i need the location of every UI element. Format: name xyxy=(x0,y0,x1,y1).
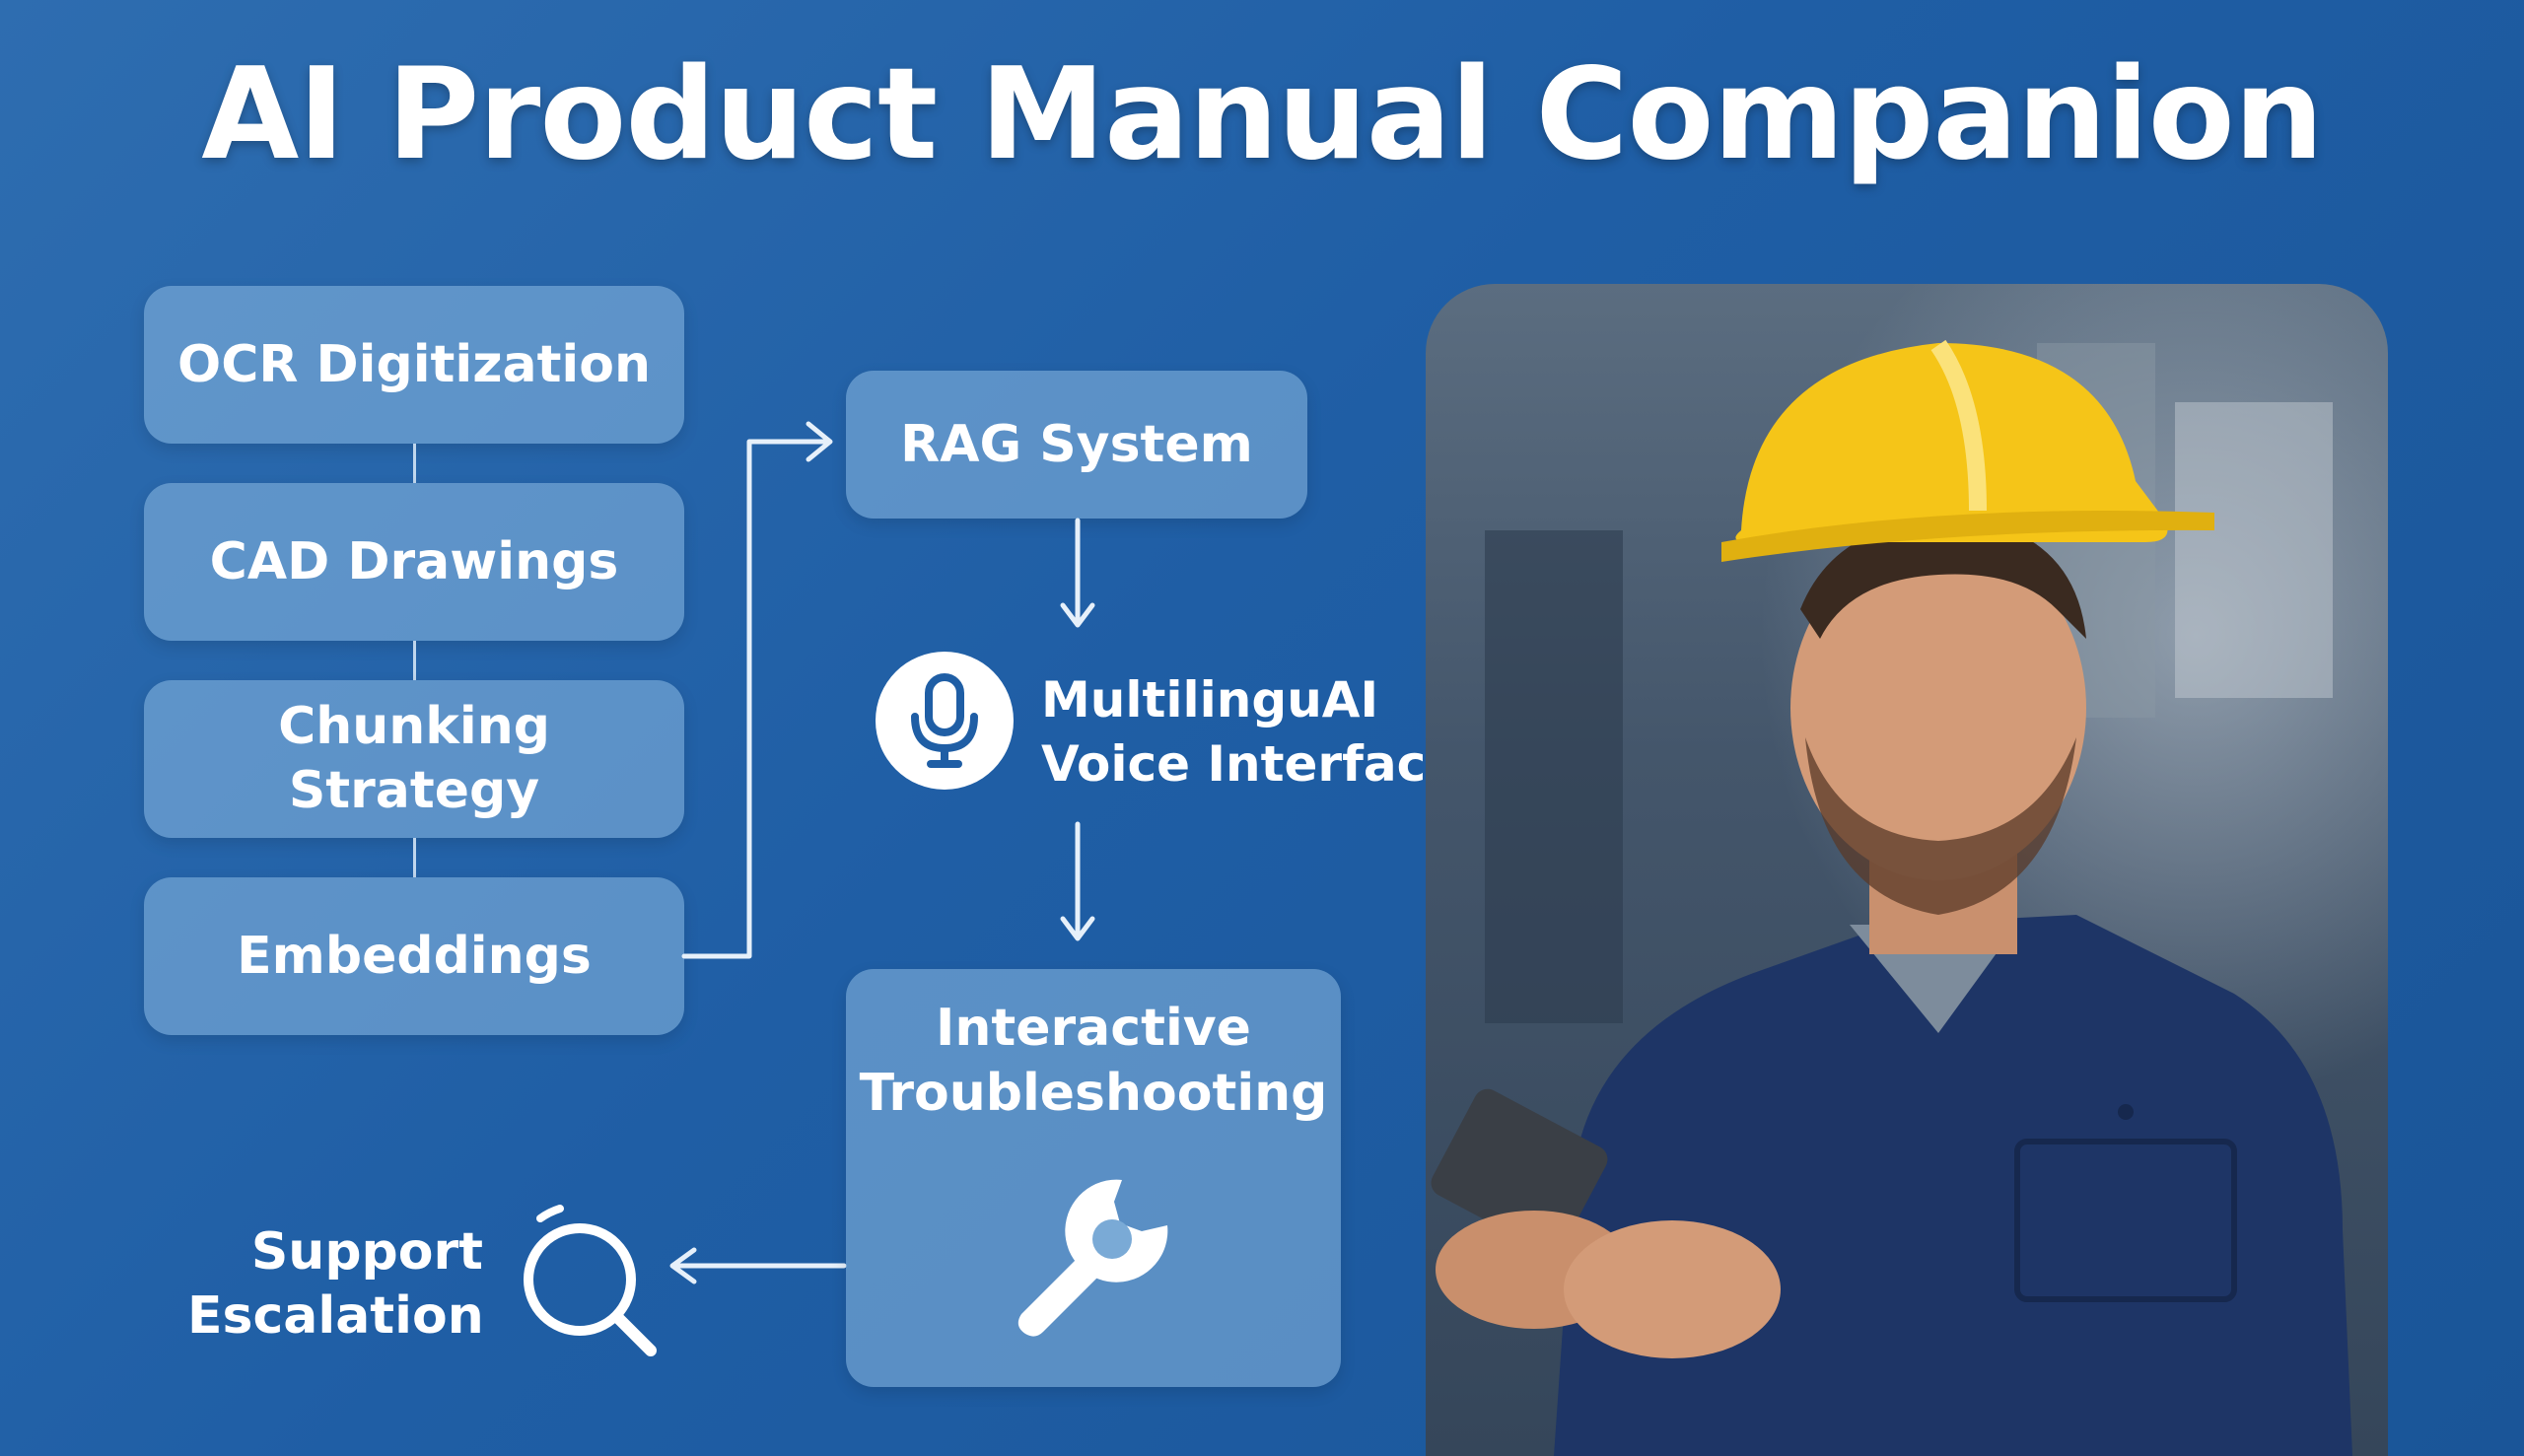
embeddings-to-rag-arrow xyxy=(681,439,831,959)
support-line-1: Support xyxy=(250,1222,483,1282)
step-cad-drawings: CAD Drawings xyxy=(144,483,684,641)
step-label: OCR Digitization xyxy=(176,334,651,394)
step-connector xyxy=(413,641,416,680)
voice-interface-label: MultilinguAI Voice Interface xyxy=(1041,668,1459,797)
arrowhead xyxy=(806,421,833,462)
technician-illustration xyxy=(1431,339,2352,1456)
microphone-icon xyxy=(911,673,978,768)
step-label: CAD Drawings xyxy=(209,531,619,591)
technician-photo xyxy=(1426,284,2388,1456)
troubleshooting-box: Interactive Troubleshooting xyxy=(846,969,1341,1387)
arrowhead xyxy=(1060,602,1095,628)
voice-line-1: MultilinguAI xyxy=(1041,671,1379,728)
troubleshooting-line-1: Interactive xyxy=(936,999,1251,1058)
step-ocr-digitization: OCR Digitization xyxy=(144,286,684,444)
step-connector xyxy=(413,444,416,483)
step-connector xyxy=(413,838,416,877)
arrowhead xyxy=(669,1247,697,1284)
magnifier-icon xyxy=(524,1205,657,1356)
wrench-icon xyxy=(1017,1179,1168,1337)
support-escalation-label: Support Escalation xyxy=(187,1220,484,1349)
arrowhead xyxy=(1060,916,1095,941)
support-line-2: Escalation xyxy=(187,1286,484,1346)
step-label: Embeddings xyxy=(237,926,592,986)
voice-line-2: Voice Interface xyxy=(1041,735,1460,793)
rag-system-label: RAG System xyxy=(900,414,1253,474)
troubleshooting-line-2: Troubleshooting xyxy=(859,1064,1328,1123)
step-chunking-strategy: Chunking Strategy xyxy=(144,680,684,838)
voice-icon-circle xyxy=(876,652,1014,790)
step-label: Chunking Strategy xyxy=(278,697,550,820)
step-embeddings: Embeddings xyxy=(144,877,684,1035)
page-title: AI Product Manual Companion xyxy=(201,41,2324,188)
rag-system-box: RAG System xyxy=(846,371,1307,519)
